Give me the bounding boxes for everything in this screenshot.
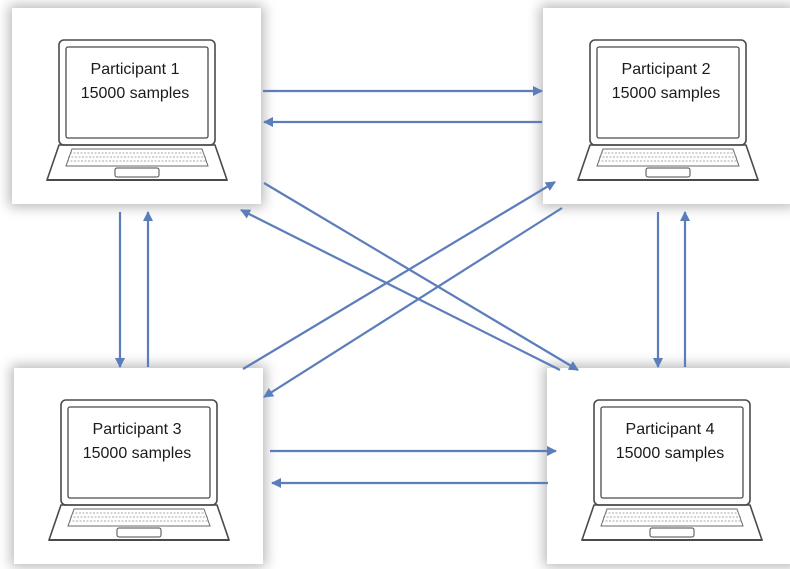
participant-1-samples: 15000 samples (80, 85, 190, 102)
participant-3-name: Participant 3 (92, 421, 182, 438)
arrow-p3-to-p2 (242, 181, 556, 370)
participant-4-samples: 15000 samples (615, 445, 725, 462)
participant-2-samples: 15000 samples (611, 85, 721, 102)
participant-3-label: Participant 3 15000 samples (62, 418, 212, 466)
participant-4-card: Participant 4 15000 samples (547, 368, 790, 564)
laptop-icon (580, 399, 764, 541)
participant-2-card: Participant 2 15000 samples (543, 8, 790, 204)
arrow-p4-to-p1 (240, 209, 561, 371)
participant-1-card: Participant 1 15000 samples (12, 8, 261, 204)
participant-3-card: Participant 3 15000 samples (14, 368, 263, 564)
arrow-p1-to-p4 (263, 182, 579, 371)
laptop-icon (47, 399, 231, 541)
participant-2-name: Participant 2 (621, 61, 711, 78)
participant-3-samples: 15000 samples (82, 445, 192, 462)
participant-2-label: Participant 2 15000 samples (591, 58, 741, 106)
laptop-icon (45, 39, 229, 181)
participant-4-name: Participant 4 (625, 421, 715, 438)
participant-1-name: Participant 1 (90, 61, 180, 78)
participant-4-label: Participant 4 15000 samples (595, 418, 745, 466)
participant-1-label: Participant 1 15000 samples (60, 58, 210, 106)
arrow-p2-to-p3 (263, 207, 563, 398)
laptop-icon (576, 39, 760, 181)
